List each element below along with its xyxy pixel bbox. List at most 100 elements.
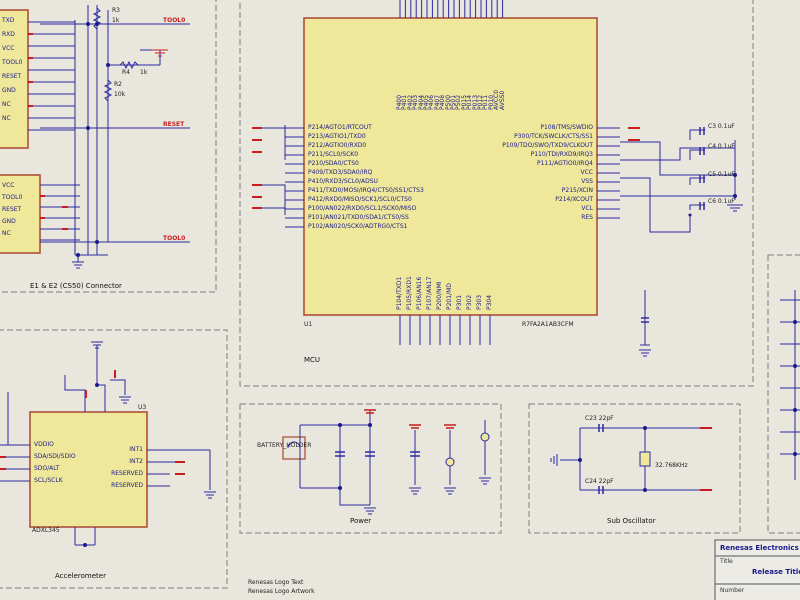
mcu-right-pin-label: P215/XCIN [561,187,593,194]
connector-e2-pin-label: TOOL0 [2,194,23,201]
mcu-right-pin-label: P110/TDI/RXD9/IRQ3 [530,151,593,158]
mcu-left-pin-label: P102/AN020/SCK0/ADTRG0/CTS1 [308,223,408,230]
mcu-ref: U1 [304,321,313,328]
decoupling-cap-label: C4 0.1uF [708,143,735,150]
accelerometer-block [0,341,216,547]
accelerometer-right-pin-label: INT2 [129,458,143,465]
mcu-bottom-pin-label: P303 [476,294,483,310]
right-sheet-frame [767,254,800,534]
accelerometer-chip-body [29,411,148,528]
connector-block [0,5,190,269]
accelerometer-right-pin-label: INT1 [129,446,143,453]
accelerometer-left-pin-label: SDO/ALT [34,465,60,472]
connector-e1-pin-label: RESET [2,73,22,80]
mcu-bottom-pin-label: P104/TXD1 [396,276,403,310]
resistor-r4-value: 1k [140,69,148,76]
mcu-bottom-pin-label: P105/RXD1 [406,276,413,310]
resistor-r4-ref: R4 [122,69,130,76]
mcu-part-number: R7FA2A1AB3CFM [522,321,574,328]
mcu-left-pin-label: P212/AGTIO0/RXD0 [308,142,367,149]
mcu-right-pin-label: VSS [581,178,593,185]
connector-block-frame [0,0,217,293]
oscillator-cap-a-label: C23 22pF [585,415,614,422]
connector-e1-pin-label: TXD [2,17,15,24]
mcu-top-pin-label: AVSS0 [498,90,506,110]
resistor-r3-value: 1k [112,17,120,24]
mcu-right-pin-label: P300/TCK/SWCLK/CTS/SS1 [514,133,593,140]
mcu-left-pin-label: P213/AGTIO1/TXD0 [308,133,366,140]
title-block-company: Renesas Electronics [720,544,799,552]
mcu-right-pin-label: P214/XCOUT [555,196,593,203]
title-block [714,539,800,600]
mcu-left-pin-label: P410/RXD3/SCL0/ADSU [308,178,378,185]
mcu-bottom-pin-label: P302 [466,294,473,310]
connector-e2-pin-label: GND [2,218,16,225]
resistor-r2-value: 10k [114,91,126,98]
accelerometer-right-pin-label: RESERVED [111,470,143,477]
connector-e1-pin-label: NC [2,115,11,122]
connector-e2-pin-label: VCC [2,182,15,189]
oscillator-block-title: Sub Oscillator [607,517,656,525]
mcu-left-pin-label: P412/RXD0/MISO/SCK1/SCL0/CTS0 [308,196,412,203]
mcu-right-pin-label: P111/AGTIO0/IRQ4 [536,160,593,167]
mcu-right-pin-label: P108/TMS/SWDIO [540,124,593,131]
bottom-note-1: Renesas Logo Text [248,579,304,586]
power-block [282,409,491,515]
title-block-title-label: Title [720,558,733,565]
mcu-block [252,0,743,357]
battery-holder-label: BATTERY_HOLDER [257,442,312,449]
mcu-left-pin-label: P210/SDA0/CTS0 [308,160,359,167]
mcu-left-pin-label: P211/SCL0/SCK0 [308,151,359,158]
accelerometer-part-number: ADXL345 [32,527,60,534]
mcu-bottom-pin-label: P200/NMI [436,281,443,310]
resistor-r3-ref: R3 [112,7,120,14]
mcu-chip-body [303,17,598,316]
mcu-bottom-pin-label: P304 [486,294,493,310]
net-label-reset: RESET [163,121,185,128]
connector-e1-pin-label: VCC [2,45,15,52]
mcu-right-pin-label: VCL [581,205,593,212]
mcu-right-pin-label: VCC [580,169,593,176]
right-sheet-block [780,290,800,480]
accelerometer-ref: U3 [138,404,147,411]
connector-block-title: E1 & E2 (CS50) Connector [30,282,122,290]
connector-e1-body [0,9,29,149]
connector-e2-body [0,174,41,254]
accelerometer-block-title: Accelerometer [55,572,106,580]
crystal-frequency-label: 32.768KHz [655,462,688,469]
oscillator-block [550,424,712,494]
title-block-number-label: Number [720,587,745,594]
decoupling-cap-label: C5 0.1uF [708,171,735,178]
mcu-block-frame [239,0,754,387]
accelerometer-right-pin-label: RESERVED [111,482,143,489]
accelerometer-left-pin-label: SCL/SCLK [34,477,63,484]
power-block-title: Power [350,517,372,525]
mcu-right-pin-label: P109/TDO/SWO/TXD9/CLKOUT [502,142,593,149]
decoupling-cap-label: C3 0.1uF [708,123,735,130]
mcu-right-pin-label: RES [581,214,593,221]
net-label-tool0-top: TOOL0 [163,17,186,24]
power-block-frame [239,403,502,534]
connector-e2-pin-label: RESET [2,206,22,213]
net-label-tool0-low: TOOL0 [163,235,186,242]
mcu-left-pin-label: P409/TXD3/SDA0/IRQ [308,169,373,176]
connector-e1-pin-label: GND [2,87,16,94]
resistor-r2-ref: R2 [114,81,122,88]
mcu-left-pin-label: P411/TXD0/MOSI/IRQ4/CTS0/SS1/CTS3 [308,187,424,194]
decoupling-cap-label: C6 0.1uF [708,198,735,205]
oscillator-cap-b-label: C24 22pF [585,478,614,485]
oscillator-block-frame [528,403,741,534]
title-block-title-value: Release Title [752,568,800,576]
bottom-note-2: Renesas Logo Artwork [248,588,315,595]
connector-e1-pin-label: RXD [2,31,15,38]
mcu-bottom-pin-label: P301 [456,294,463,310]
connector-e2-pin-label: NC [2,230,11,237]
mcu-bottom-pin-label: P106/AN16 [416,276,423,310]
accelerometer-left-pin-label: SDA/SDI/SDIO [34,453,76,460]
accelerometer-left-pin-label: VDDIO [34,441,54,448]
mcu-block-title: MCU [304,356,321,364]
mcu-left-pin-label: P100/AN022/RXD0/SCL1/SCK0/MISO [308,205,417,212]
mcu-left-pin-label: P101/AN021/TXD0/SDA1/CTS0/SS [308,214,409,221]
connector-e1-pin-label: NC [2,101,11,108]
